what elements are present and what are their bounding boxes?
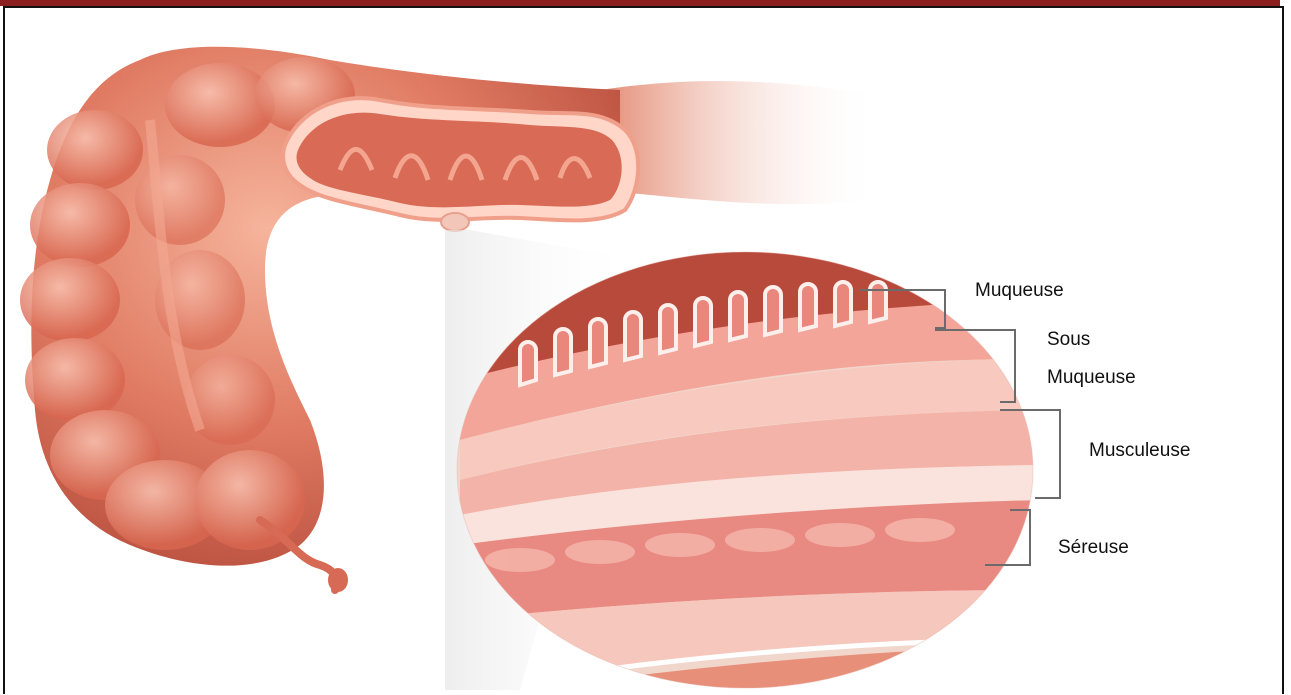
label-musculeuse: Musculeuse [1089,438,1190,464]
label-sous: Sous [1047,327,1090,353]
colon-transverse-tail [600,81,880,204]
label-sereuse: Séreuse [1058,535,1129,561]
colon-cut-section [283,98,638,231]
label-sous-muqueuse: Muqueuse [1047,365,1136,391]
label-muqueuse: Muqueuse [975,278,1064,304]
